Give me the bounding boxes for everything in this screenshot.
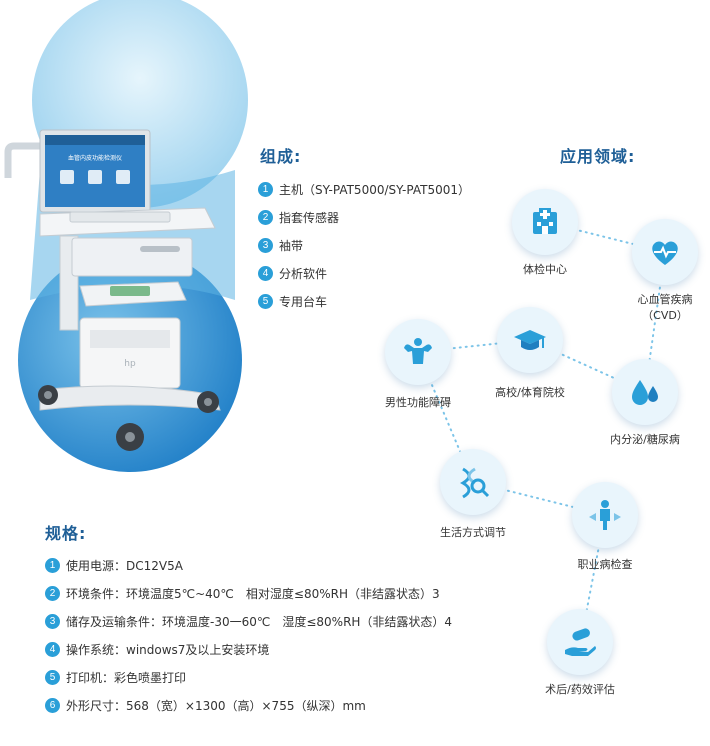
number-badge: 2	[45, 585, 60, 601]
list-item: 4 操作系统：windows7及以上安装环境	[45, 635, 452, 663]
app-label-occupational: 职业病检查	[577, 558, 633, 571]
number-badge: 3	[258, 237, 273, 253]
list-item: 5 专用台车	[258, 287, 470, 315]
number-badge: 4	[45, 641, 60, 657]
number-badge: 1	[258, 181, 273, 197]
muscle-icon	[404, 338, 432, 364]
list-item-text: 操作系统：windows7及以上安装环境	[66, 642, 270, 657]
app-label-postop: 术后/药效评估	[545, 683, 615, 696]
number-badge: 6	[45, 697, 60, 713]
app-node-male-dysfunction	[385, 319, 451, 385]
medical-cart-illustration: 血管内皮功能检测仪 hp	[4, 129, 221, 451]
list-item: 4 分析软件	[258, 259, 470, 287]
number-badge: 2	[258, 209, 273, 225]
app-label-male-dysfunction: 男性功能障碍	[385, 396, 451, 409]
number-badge: 3	[45, 613, 60, 629]
pill-hand-icon	[565, 628, 596, 656]
number-badge: 1	[45, 557, 60, 573]
worker-icon	[589, 500, 621, 530]
list-item-text: 储存及运输条件：环境温度-30一60℃ 湿度≤80%RH（非结露状态）4	[66, 614, 453, 629]
list-item-text: 主机（SY-PAT5000/SY-PAT5001）	[279, 182, 470, 197]
list-item-text: 使用电源：DC12V5A	[66, 558, 183, 573]
list-item: 5 打印机：彩色喷墨打印	[45, 663, 452, 691]
list-item: 6 外形尺寸：568（宽）×1300（高）×755（纵深）mm	[45, 691, 452, 719]
app-label-cvd-text: 心血管疾病	[637, 293, 693, 306]
list-item: 2 环境条件：环境温度5℃~40℃ 相对湿度≤80%RH（非结露状态）3	[45, 579, 452, 607]
app-node-postop	[547, 609, 613, 675]
dna-search-icon	[460, 467, 490, 499]
number-badge: 5	[45, 669, 60, 685]
number-badge: 5	[258, 293, 273, 309]
list-item: 2 指套传感器	[258, 203, 470, 231]
app-label-cvd: 心血管疾病 （CVD）	[638, 292, 693, 324]
specs-title: 规格:	[45, 524, 87, 543]
hospital-icon	[533, 208, 557, 234]
app-label-lifestyle: 生活方式调节	[440, 526, 506, 539]
app-label-cvd-sub: （CVD）	[642, 309, 688, 322]
app-node-occupational	[572, 482, 638, 548]
list-item-text: 指套传感器	[279, 210, 340, 225]
list-item-text: 外形尺寸：568（宽）×1300（高）×755（纵深）mm	[66, 698, 366, 713]
list-item: 1 使用电源：DC12V5A	[45, 551, 452, 579]
heart-pulse-icon	[652, 241, 678, 265]
specs-list: 1 使用电源：DC12V5A 2 环境条件：环境温度5℃~40℃ 相对湿度≤80%R…	[45, 551, 452, 719]
applications-title: 应用领域:	[560, 147, 636, 166]
composition-title: 组成:	[260, 147, 302, 166]
app-node-cvd	[632, 219, 698, 285]
app-label-health-center: 体检中心	[523, 263, 567, 276]
list-item-text: 袖带	[279, 238, 304, 253]
screen-title: 血管内皮功能检测仪	[68, 154, 122, 162]
drops-icon	[632, 380, 658, 405]
app-node-health-center	[512, 189, 578, 255]
list-item-text: 环境条件：环境温度5℃~40℃ 相对湿度≤80%RH（非结露状态）3	[66, 586, 440, 601]
app-label-university: 高校/体育院校	[495, 386, 565, 399]
list-item: 3 储存及运输条件：环境温度-30一60℃ 湿度≤80%RH（非结露状态）4	[45, 607, 452, 635]
list-item: 1 主机（SY-PAT5000/SY-PAT5001）	[258, 175, 470, 203]
graduation-cap-icon	[514, 330, 546, 350]
list-item-text: 打印机：彩色喷墨打印	[66, 670, 187, 685]
app-node-lifestyle	[440, 449, 506, 515]
list-item: 3 袖带	[258, 231, 470, 259]
svg-text:hp: hp	[124, 359, 136, 369]
app-label-endocrine: 内分泌/糖尿病	[610, 433, 680, 446]
list-item-text: 分析软件	[279, 266, 328, 281]
app-node-university	[497, 307, 563, 373]
number-badge: 4	[258, 265, 273, 281]
list-item-text: 专用台车	[279, 294, 328, 309]
app-node-endocrine	[612, 359, 678, 425]
